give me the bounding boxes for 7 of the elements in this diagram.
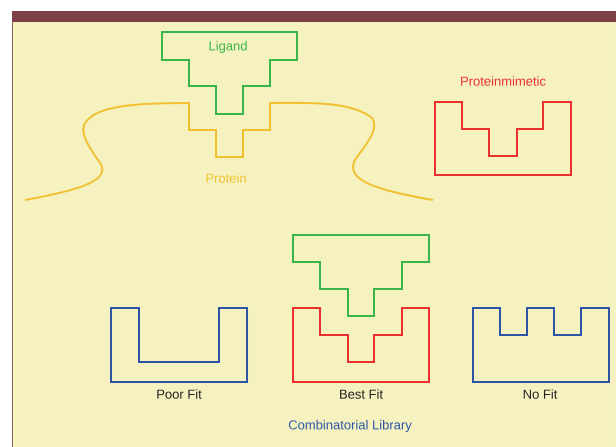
node-label: No Fit [524, 389, 558, 399]
node-label: Poor Fit [157, 389, 202, 399]
ligand-shape [292, 234, 430, 317]
library-caption: Combinatorial Library [288, 420, 412, 432]
node-label: Best Fit [340, 389, 383, 399]
node-label: Proteinmimetic [461, 76, 546, 86]
protein-outline: Protein [24, 102, 434, 201]
